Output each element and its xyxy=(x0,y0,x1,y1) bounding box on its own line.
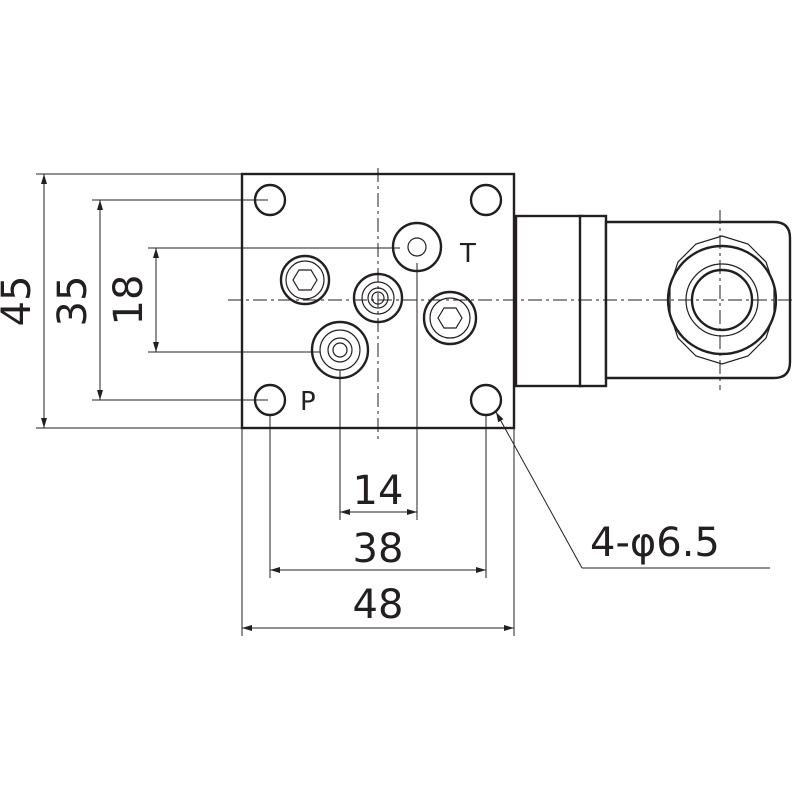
plug-right-hex-icon xyxy=(422,290,478,346)
dim-14-label: 14 xyxy=(353,468,404,514)
dim-48: 48 xyxy=(241,428,515,636)
solenoid-body xyxy=(514,214,792,388)
hole-callout-label: 4-φ6.5 xyxy=(590,520,720,566)
dim-35-label: 35 xyxy=(50,276,96,327)
dim-18: 18 xyxy=(106,247,400,353)
center-port xyxy=(352,272,404,324)
base-plate xyxy=(240,172,516,430)
dim-38: 38 xyxy=(269,415,487,578)
hole-callout-leader xyxy=(495,411,770,569)
dim-14: 14 xyxy=(339,263,418,520)
pressure-port-label: P xyxy=(300,387,316,417)
dim-18-label: 18 xyxy=(106,275,152,326)
pressure-port xyxy=(310,320,370,380)
dim-38-label: 38 xyxy=(353,526,404,572)
dim-35: 35 xyxy=(50,199,268,401)
mounting-hole xyxy=(469,383,503,417)
dim-45: 45 xyxy=(0,173,242,429)
dim-48-label: 48 xyxy=(353,582,404,628)
dim-45-label: 45 xyxy=(0,276,40,327)
mounting-hole xyxy=(469,183,503,217)
plug-left-hex-icon xyxy=(279,254,331,306)
tank-port-label: T xyxy=(459,239,476,269)
